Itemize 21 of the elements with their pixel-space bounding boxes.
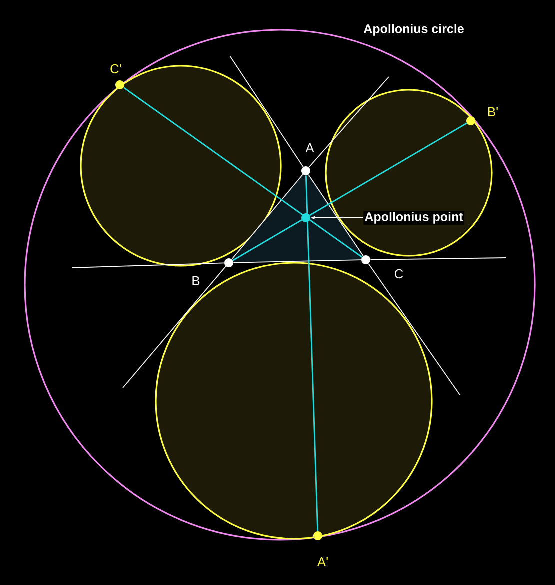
extended-side-line bbox=[370, 258, 506, 260]
node-label: Apollonius point bbox=[364, 211, 464, 225]
circle-label: Apollonius circle bbox=[362, 23, 466, 37]
extended-side-line bbox=[72, 262, 225, 268]
cevian-line bbox=[305, 176, 319, 532]
extended-side-line bbox=[230, 56, 304, 168]
point-label: B bbox=[192, 276, 200, 286]
triangle-side bbox=[308, 174, 364, 257]
cevian-line bbox=[232, 122, 468, 262]
cevian-line bbox=[123, 87, 363, 258]
triangle-side bbox=[232, 174, 304, 260]
point-label: C' bbox=[110, 64, 122, 74]
point-label: C bbox=[394, 269, 404, 279]
triangle-side bbox=[233, 260, 362, 264]
point-label: A' bbox=[317, 558, 328, 566]
extended-side-line bbox=[368, 263, 460, 396]
point-label: A bbox=[306, 144, 314, 152]
extended-side-line bbox=[308, 76, 390, 168]
extended-side-line bbox=[122, 266, 226, 388]
point-label: B' bbox=[488, 108, 498, 116]
point-dot bbox=[302, 214, 310, 222]
